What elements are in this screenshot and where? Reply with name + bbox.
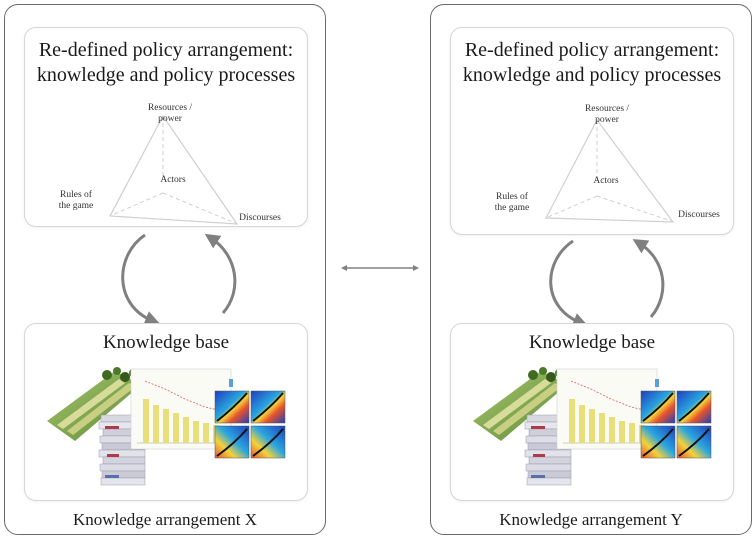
triangle-label-discourses: Discourses — [678, 210, 720, 220]
knowledge-base-box: Knowledge base — [24, 323, 308, 501]
knowledge-arrangement-y-panel: Re-defined policy arrangement: knowledge… — [430, 4, 752, 535]
triangle-label-resources: Resources / power — [584, 104, 630, 125]
double-headed-arrow-icon — [341, 265, 419, 271]
knowledge-base-label: Knowledge base — [102, 332, 230, 353]
arrangement-label: Knowledge arrangement X — [72, 510, 258, 529]
triangle-label-discourses: Discourses — [239, 213, 281, 223]
knowledge-arrangement-x-panel: Re-defined policy arrangement: knowledge… — [4, 4, 326, 535]
triangle-label-rules: Rules of the game — [58, 190, 94, 211]
policy-triangle — [109, 114, 239, 225]
policy-arrangement-title: Re-defined policy arrangement: knowledge… — [462, 39, 722, 86]
policy-arrangement-box: Re-defined policy arrangement: knowledge… — [24, 27, 308, 227]
knowledge-base-box: Knowledge base — [450, 323, 734, 501]
feedback-cycle-arrows — [121, 233, 237, 326]
knowledge-base-collage-image — [473, 367, 712, 486]
knowledge-base-collage-image — [47, 367, 286, 486]
arrangement-label: Knowledge arrangement Y — [499, 510, 683, 529]
policy-triangle — [545, 118, 675, 223]
triangle-label-actors: Actors — [160, 175, 186, 185]
policy-arrangement-title: Re-defined policy arrangement: knowledge… — [36, 39, 296, 86]
policy-arrangement-box: Re-defined policy arrangement: knowledge… — [450, 27, 734, 235]
triangle-label-rules: Rules of the game — [494, 192, 530, 213]
feedback-cycle-arrows — [549, 239, 665, 328]
knowledge-base-label: Knowledge base — [528, 332, 656, 353]
triangle-label-actors: Actors — [593, 176, 619, 186]
triangle-label-resources: Resources / power — [147, 103, 193, 124]
